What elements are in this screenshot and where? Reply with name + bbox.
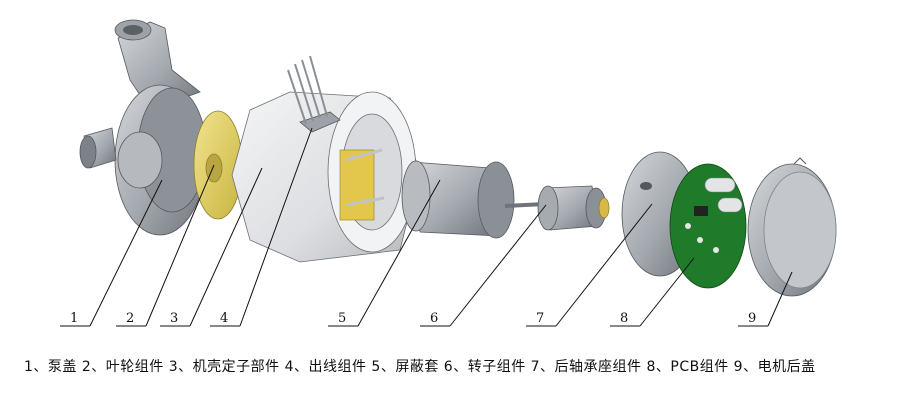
pcb-part	[669, 163, 747, 289]
callout-3: 3	[170, 311, 178, 326]
callout-7: 7	[536, 311, 544, 326]
callout-6: 6	[430, 311, 438, 326]
leader-lines	[89, 127, 793, 327]
rotor-part	[504, 185, 610, 231]
rear-cover-part	[747, 157, 837, 297]
callout-5: 5	[338, 311, 346, 326]
callout-2: 2	[126, 311, 134, 326]
callout-4: 4	[220, 311, 228, 326]
pump-cover-part	[79, 19, 207, 236]
wiring-assembly-part	[287, 55, 341, 133]
shield-sleeve-part	[401, 160, 515, 239]
parts-legend-caption: 1、泵盖 2、叶轮组件 3、机壳定子部件 4、出线组件 5、屏蔽套 6、转子组件…	[24, 359, 816, 375]
callout-1: 1	[70, 311, 78, 326]
callout-8: 8	[620, 311, 628, 326]
callout-9: 9	[748, 311, 756, 326]
callout-numbers: 1 2 3 4 5 6 7 8 9	[70, 311, 756, 326]
